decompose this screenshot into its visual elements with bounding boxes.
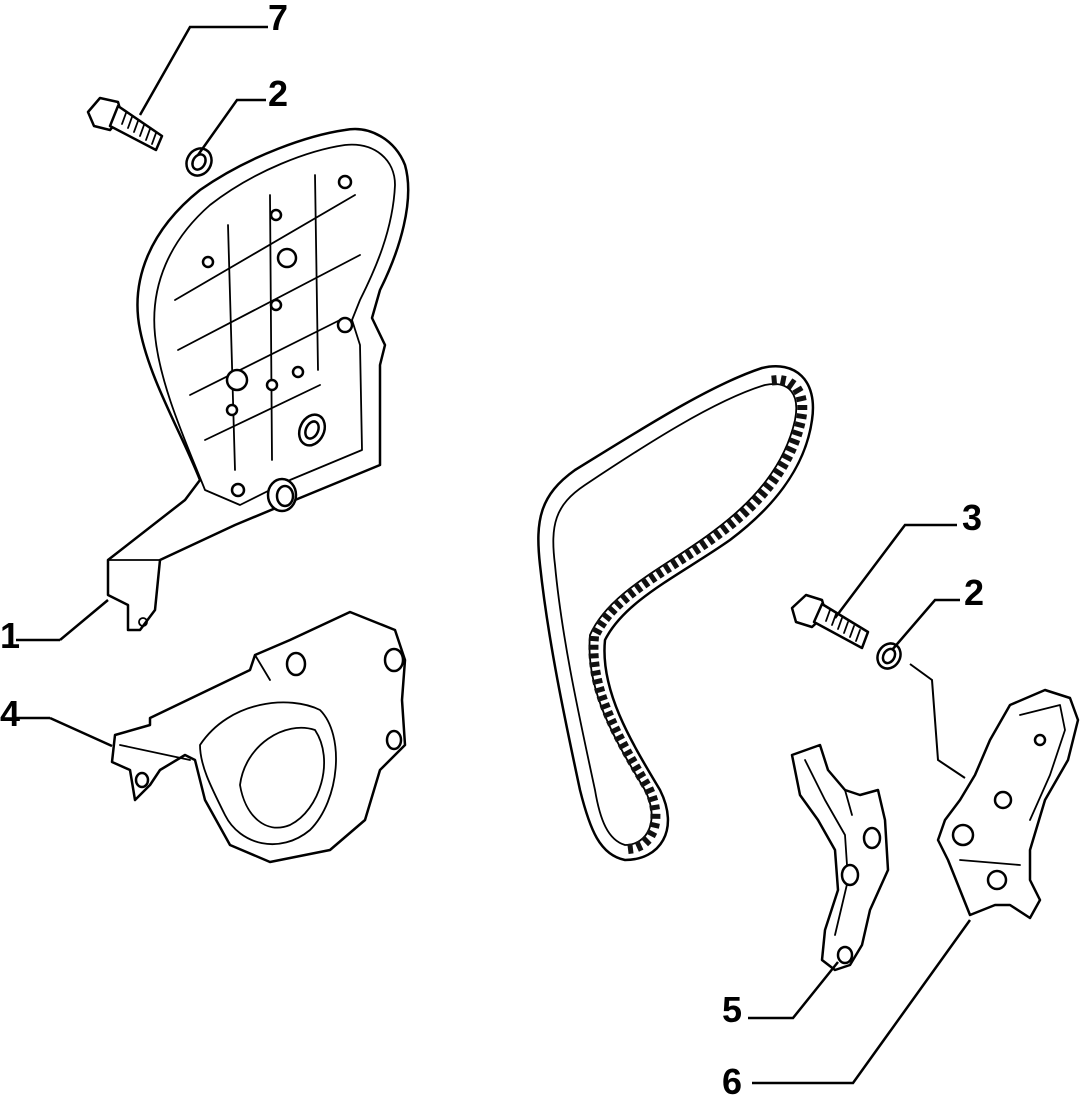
belt-tooth — [669, 558, 680, 570]
belt-tooth — [613, 733, 625, 743]
callout-7: 7 — [268, 0, 288, 38]
belt-tooth — [655, 567, 665, 579]
belt-tooth — [785, 445, 797, 454]
belt-tooth — [712, 528, 723, 540]
washer-lower — [876, 642, 902, 670]
belt-tooth — [794, 421, 806, 429]
belt-tooth — [609, 725, 622, 735]
belt-tooth — [781, 453, 793, 463]
belt-tooth — [588, 644, 599, 650]
belt-tooth — [762, 481, 774, 492]
belt-tooth — [640, 577, 651, 589]
washer-upper — [185, 147, 213, 177]
belt-tooth — [797, 404, 808, 411]
timing-belt — [537, 365, 815, 862]
belt-tooth — [645, 829, 658, 839]
belt-tooth — [641, 835, 652, 847]
belt-tooth — [606, 717, 618, 727]
belt-tooth — [599, 702, 611, 711]
belt-tooth — [684, 548, 694, 560]
belt-tooth — [596, 694, 608, 703]
belt-tooth — [650, 813, 661, 819]
belt-tooth — [643, 786, 656, 796]
callout-2-upper: 2 — [268, 73, 288, 114]
callout-numbers: 7 2 1 4 3 2 5 6 — [0, 0, 984, 1098]
belt-tooth — [719, 523, 730, 535]
belt-tooth — [792, 385, 804, 396]
belt-tooth — [591, 626, 603, 636]
belt-tooth — [594, 686, 606, 694]
belt-tooth — [649, 804, 660, 811]
belt-tooth — [647, 572, 658, 584]
bolt-upper — [86, 96, 164, 152]
callout-3: 3 — [962, 497, 982, 538]
belt-tooth — [773, 467, 785, 478]
belt-tooth — [639, 778, 651, 788]
belt-tooth — [698, 539, 709, 551]
belt-tooth — [606, 605, 618, 616]
belt-tooth — [779, 375, 787, 386]
belt-tooth — [627, 843, 634, 854]
belt-tooth — [732, 512, 744, 524]
belt-tensioner — [936, 688, 1080, 920]
belt-tooth — [601, 611, 613, 622]
belt-tooth — [602, 710, 614, 719]
belt-tooth — [771, 375, 778, 386]
belt-tooth — [621, 748, 634, 758]
belt-tooth — [796, 413, 807, 420]
belt-tooth — [595, 618, 608, 629]
belt-tooth — [588, 635, 600, 642]
belt-tooth — [626, 587, 637, 599]
belt-tooth — [777, 460, 789, 470]
belt-tooth — [739, 506, 750, 518]
leader-lines — [14, 25, 972, 1085]
belt-tooth — [795, 395, 807, 403]
belt-tooth — [619, 593, 630, 604]
belt-tooth — [633, 582, 644, 594]
belt-tooth — [634, 770, 647, 781]
lower-timing-cover — [110, 610, 407, 864]
belt-tooth — [788, 437, 801, 446]
belt-tooth — [626, 755, 638, 766]
callout-1: 1 — [0, 615, 20, 656]
callout-5: 5 — [722, 989, 742, 1030]
belt-tooth — [705, 534, 716, 546]
belt-tooth — [726, 518, 737, 530]
belt-tooth — [591, 677, 603, 686]
belt-teeth — [588, 375, 808, 854]
belt-tooth — [751, 494, 763, 506]
belt-tooth — [634, 840, 644, 852]
belt-tooth — [791, 429, 803, 438]
callout-2-lower: 2 — [964, 572, 984, 613]
belt-tooth — [691, 543, 702, 556]
belt-tooth — [649, 821, 660, 829]
belt-tooth — [647, 795, 659, 803]
belt-tooth — [768, 474, 780, 485]
callout-6: 6 — [722, 1061, 742, 1098]
upper-timing-cover — [106, 127, 410, 632]
belt-tooth — [617, 740, 629, 751]
belt-tooth — [786, 378, 797, 390]
callout-4: 4 — [0, 693, 20, 734]
belt-tooth — [676, 553, 687, 565]
belt-tooth — [589, 661, 600, 668]
belt-tooth — [745, 500, 757, 512]
belt-tooth — [630, 763, 642, 773]
belt-tooth — [590, 669, 602, 677]
belt-tooth — [757, 488, 769, 499]
belt-tooth — [588, 653, 599, 659]
bolt-lower — [790, 593, 870, 650]
belt-tooth — [613, 598, 624, 610]
belt-guide-bracket — [790, 743, 890, 972]
belt-tooth — [662, 562, 672, 574]
